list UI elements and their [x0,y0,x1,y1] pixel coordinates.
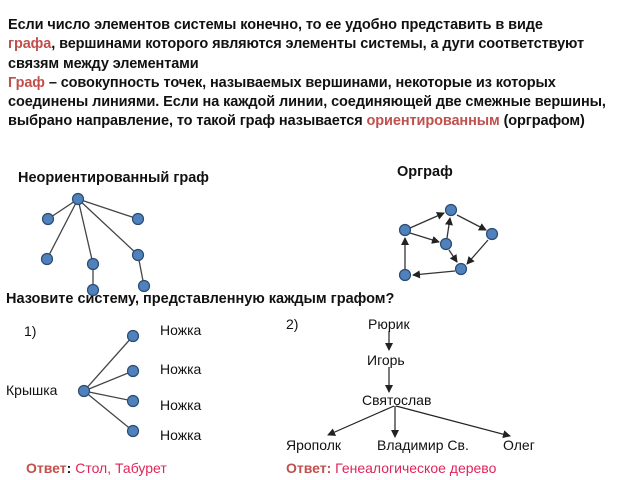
tree-node-yaropolk: Ярополк [286,437,342,453]
leaf-label-leg-2: Ножка [160,361,202,377]
tree-node-igor: Игорь [367,352,405,368]
example1-graph [83,335,134,432]
tree-node-oleg: Олег [503,437,535,453]
answer-key: Ответ: [286,460,332,476]
example2-answer: Ответ: Генеалогическое дерево [286,460,496,476]
example1-number: 1) [24,323,37,339]
intro-paragraph-1: Если число элементов системы конечно, то… [8,16,636,74]
answer-colon: : [66,460,72,476]
definition-tail: (орграфом) [499,113,585,130]
directed-graph-nodes [398,203,499,282]
tree-node-svyatoslav: Святослав [362,392,432,408]
leaf-label-leg-3: Ножка [160,397,202,413]
tree-node-vladimir: Владимир Св. [377,437,469,453]
undirected-graph [46,198,145,290]
intro-paragraph-2: Граф – совокупность точек, называемых ве… [8,74,636,132]
leaf-label-leg-4: Ножка [160,427,202,443]
term-graph: графа [8,36,52,53]
answer-key: Ответ [26,460,67,476]
intro-rest: , вершинами которого являются элементы с… [8,36,584,72]
term-oriented: ориентированным [366,113,500,130]
undirected-graph-nodes [40,192,151,297]
term-graph-definition: Граф [8,74,45,91]
question-heading: Назовите систему, представленную каждым … [6,291,395,307]
example2-number: 2) [286,316,299,332]
example2-tree-edges [327,331,511,439]
directed-graph [401,212,489,279]
intro-line: Если число элементов системы конечно, то… [8,17,543,33]
leaf-label-leg-1: Ножка [160,322,202,338]
definition-text: – совокупность точек, называемых вершина… [8,74,606,130]
tree-node-rurik: Рюрик [368,316,410,332]
hub-label-lid: Крышка [6,382,58,398]
answer-value: Генеалогическое дерево [331,460,497,476]
digraph-heading: Орграф [397,164,453,180]
undirected-graph-heading: Неориентированный граф [18,170,209,186]
example1-nodes [77,329,140,438]
example1-answer: Ответ: Стол, Табурет [26,460,167,476]
intro-text: Если число элементов системы конечно, то… [8,16,636,132]
answer-value: Стол, Табурет [71,460,167,476]
